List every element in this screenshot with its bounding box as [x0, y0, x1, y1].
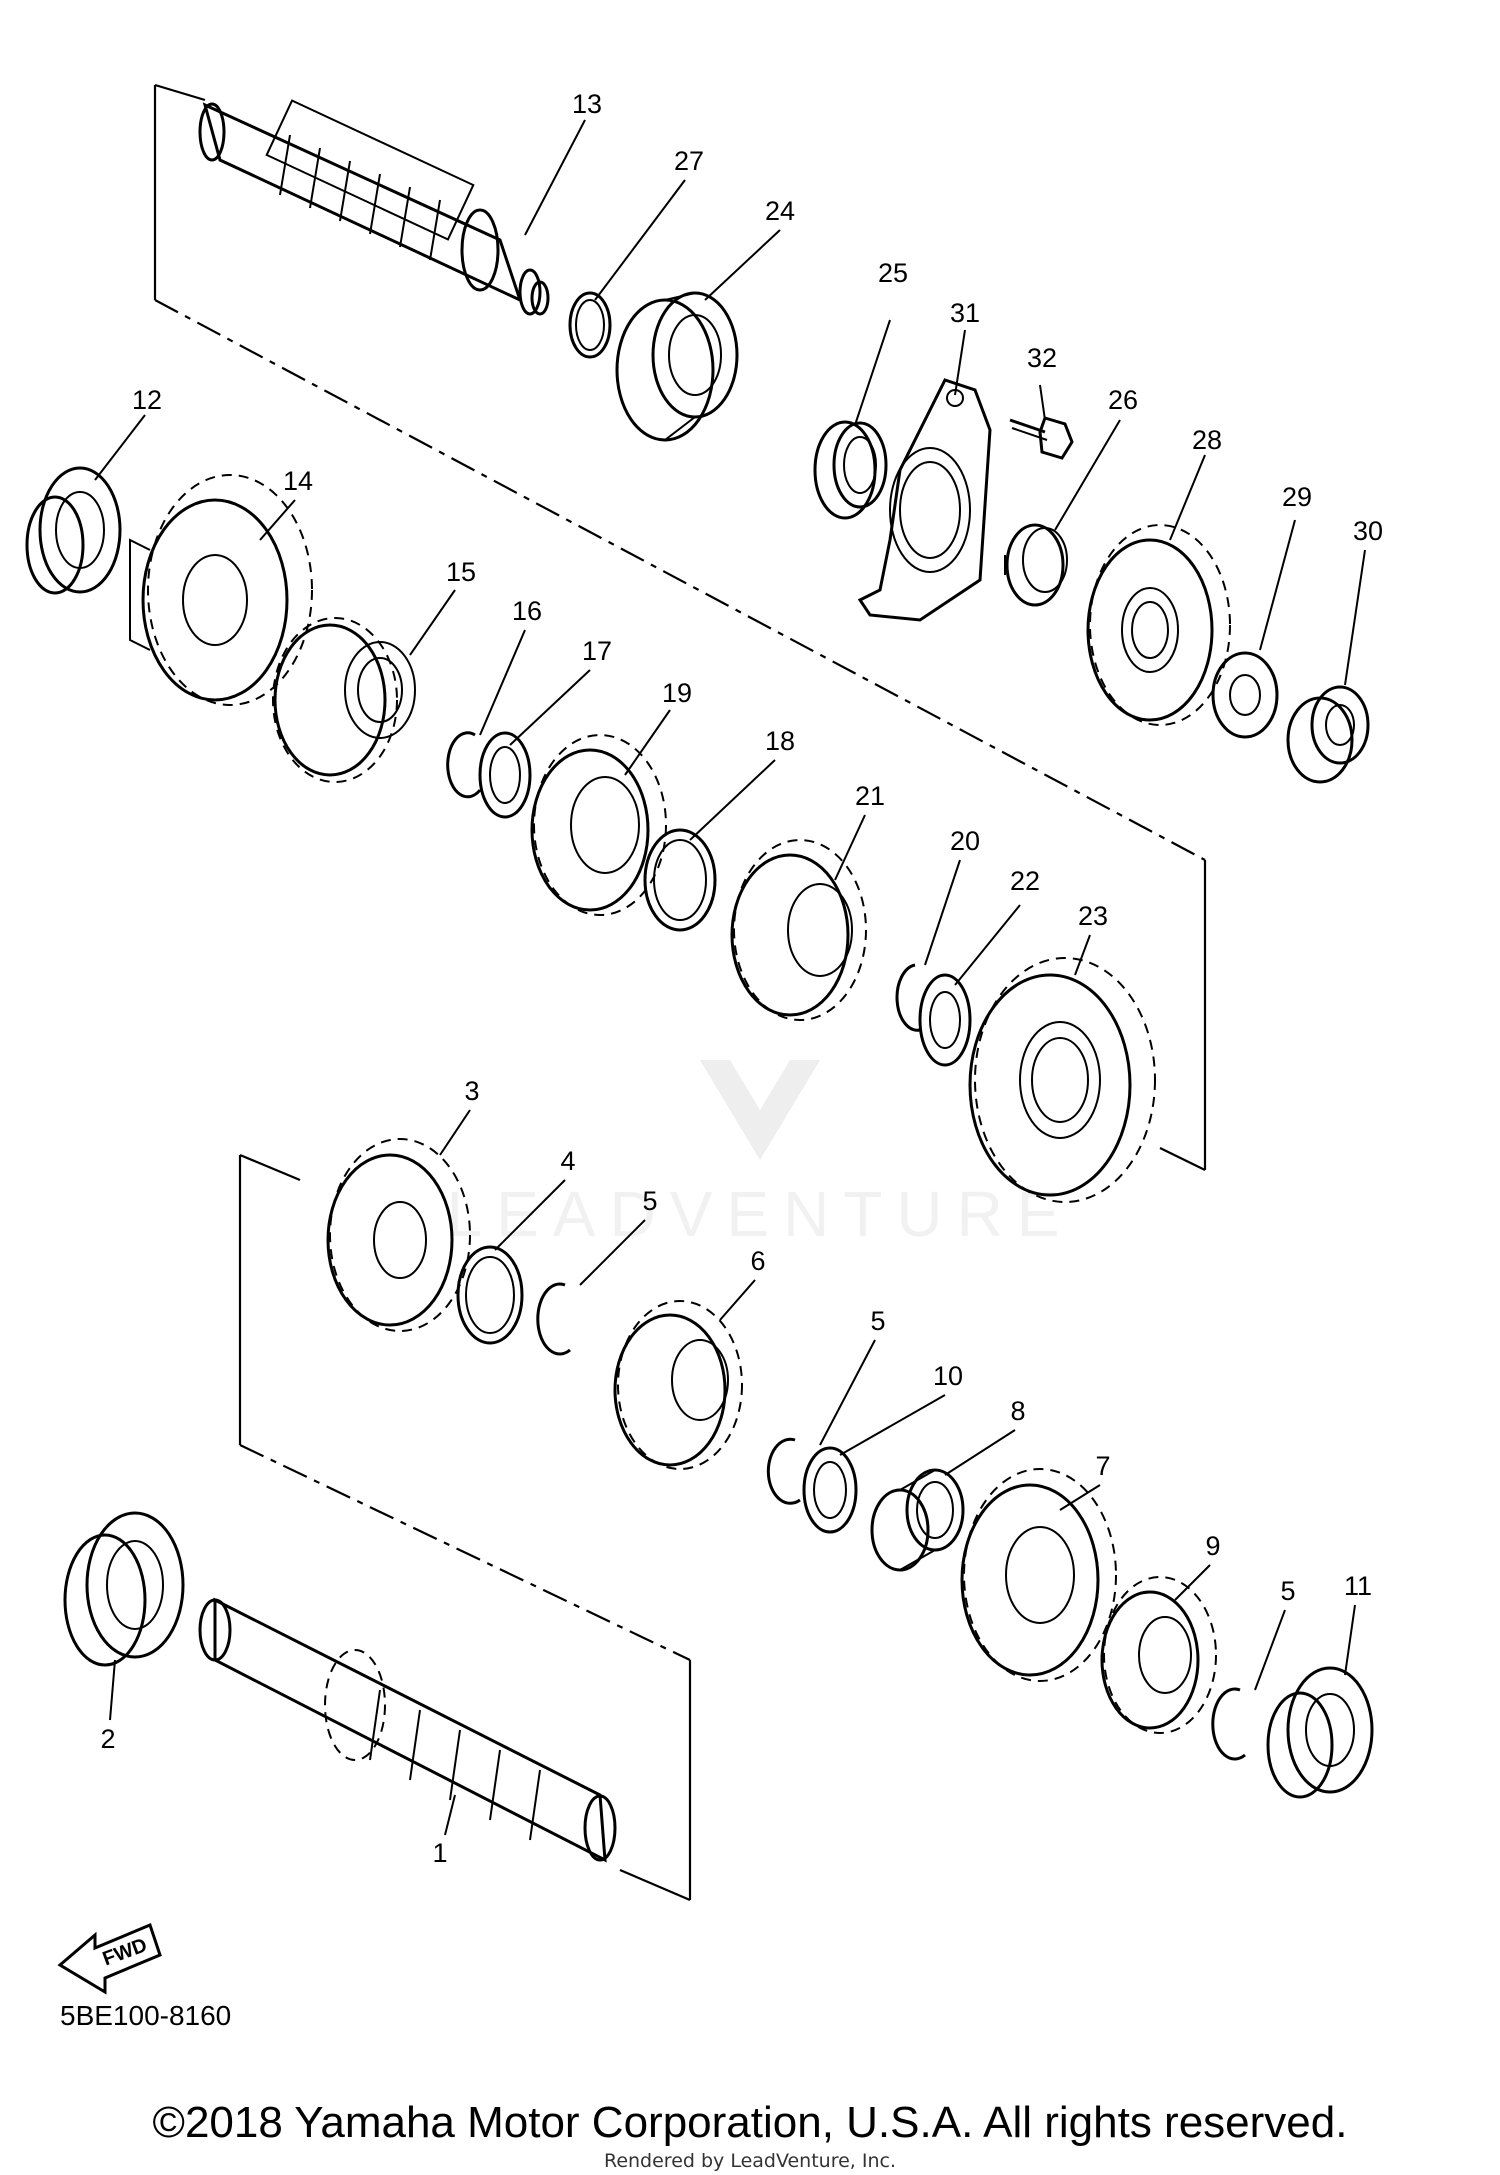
callout-18: 18 [765, 726, 795, 756]
watermark-logo: LEADVENTURE [447, 1060, 1074, 1250]
lower-assembly-frame [238, 1153, 692, 1902]
fwd-label: FWD [100, 1934, 150, 1970]
part-16-circlip [446, 731, 482, 799]
rendered-by-text: Rendered by LeadVenture, Inc. [603, 2150, 897, 2172]
callout-1: 1 [432, 1838, 447, 1868]
part-3-gear [326, 1138, 471, 1332]
part-1-main-axle [198, 1597, 617, 1863]
callout-15: 15 [446, 557, 476, 587]
callout-6: 6 [750, 1246, 765, 1276]
callout-28: 28 [1192, 425, 1222, 455]
part-30-nut [1286, 685, 1370, 784]
callout-10: 10 [933, 1361, 963, 1391]
callout-14: 14 [283, 466, 313, 496]
part-11-bearing [1266, 1666, 1374, 1799]
part-7-gear [960, 1468, 1117, 1682]
leader-lines [94, 119, 1366, 1836]
part-17-washer [478, 731, 532, 819]
part-21-gear [730, 839, 867, 1021]
callout-12: 12 [132, 385, 162, 415]
part-5-circlip-b [766, 1437, 801, 1505]
callout-5-a: 5 [642, 1186, 657, 1216]
fwd-arrow-icon: FWD [57, 1922, 162, 1995]
callout-11: 11 [1344, 1571, 1372, 1601]
part-8-needle-bearing [870, 1468, 965, 1572]
callout-27: 27 [674, 146, 704, 176]
part-23-gear [968, 957, 1156, 1203]
callout-numbers: 13 27 24 25 31 32 26 28 29 30 12 14 15 1… [100, 89, 1383, 1868]
part-25-oil-seal [813, 420, 888, 520]
callout-19: 19 [662, 678, 692, 708]
callout-9: 9 [1205, 1531, 1220, 1561]
callout-5-b: 5 [870, 1306, 885, 1336]
part-13-drive-axle [198, 99, 550, 316]
part-9-gear [1100, 1576, 1217, 1734]
callout-17: 17 [582, 636, 612, 666]
callout-24: 24 [765, 196, 795, 226]
part-14-gear [129, 474, 313, 706]
callout-32: 32 [1027, 343, 1057, 373]
part-12-bearing [25, 466, 122, 595]
part-5-circlip-c [1211, 1687, 1246, 1761]
part-6-gear [613, 1300, 743, 1470]
watermark-text: LEADVENTURE [447, 1178, 1074, 1250]
part-27-o-ring [568, 291, 612, 359]
upper-assembly-frame [153, 83, 1207, 1171]
callout-26: 26 [1108, 385, 1138, 415]
callout-25: 25 [878, 258, 908, 288]
callout-31: 31 [950, 298, 980, 328]
part-26-collar [1004, 523, 1068, 607]
callout-20: 20 [950, 826, 980, 856]
part-2-bearing [63, 1511, 185, 1667]
callout-5-c: 5 [1280, 1576, 1295, 1606]
callout-29: 29 [1282, 482, 1312, 512]
part-31-retainer-plate [857, 378, 992, 622]
part-22-washer [918, 973, 972, 1067]
callout-7: 7 [1095, 1451, 1110, 1481]
copyright-text: ©2018 Yamaha Motor Corporation, U.S.A. A… [152, 2098, 1348, 2147]
callout-21: 21 [855, 781, 885, 811]
part-4-washer [456, 1245, 524, 1345]
part-15-gear [272, 617, 416, 783]
part-10-washer [802, 1446, 858, 1534]
part-18-washer [643, 828, 717, 932]
callout-2: 2 [100, 1724, 115, 1754]
part-28-drive-sprocket [1086, 524, 1231, 726]
part-32-bolt [1009, 416, 1074, 460]
callout-16: 16 [512, 596, 542, 626]
callout-30: 30 [1353, 516, 1383, 546]
part-5-circlip-a [536, 1282, 571, 1356]
callout-8: 8 [1010, 1396, 1025, 1426]
diagram-code: 5BE100-8160 [60, 2000, 232, 2031]
callout-13: 13 [572, 89, 602, 119]
callout-4: 4 [560, 1146, 575, 1176]
callout-22: 22 [1010, 866, 1040, 896]
part-27-o-ring-inner [575, 299, 605, 351]
part-29-lock-washer [1211, 651, 1279, 739]
part-20-circlip [895, 963, 921, 1032]
part-19-gear [530, 734, 667, 916]
callout-23: 23 [1078, 901, 1108, 931]
part-24-bearing [615, 291, 739, 442]
callout-3: 3 [464, 1076, 479, 1106]
